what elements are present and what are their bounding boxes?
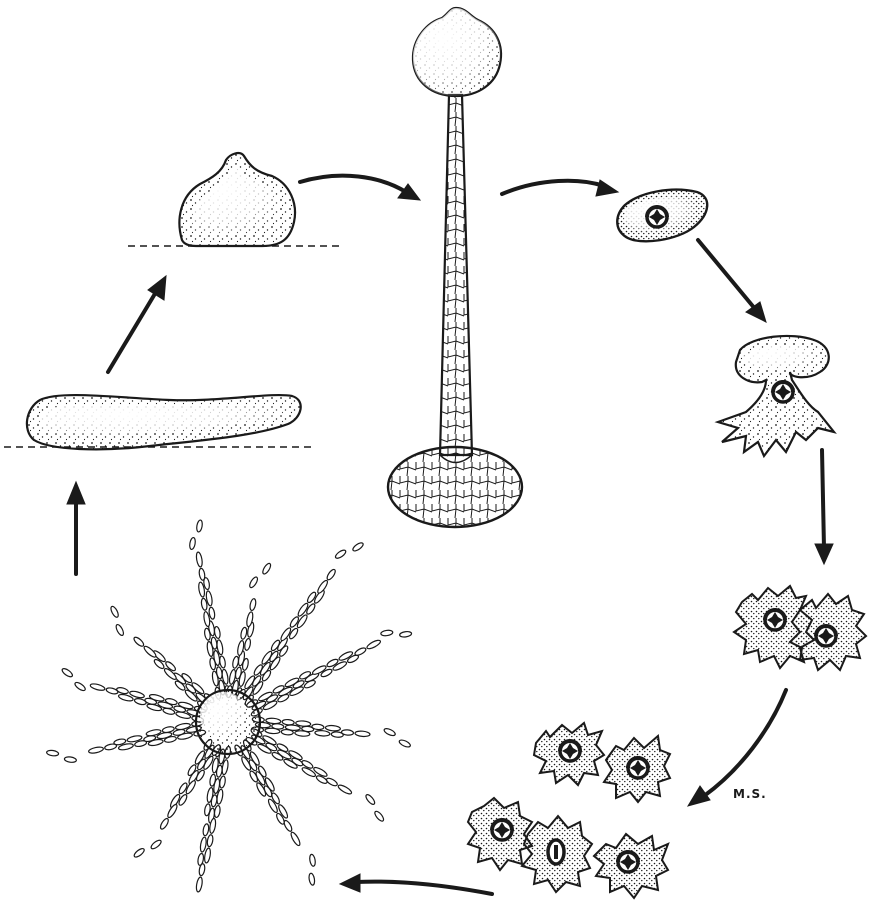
aggregating-cell: [133, 636, 145, 648]
loose-amoeba: [189, 537, 196, 550]
migrating-slug: [4, 395, 312, 449]
loose-amoeba: [74, 681, 87, 692]
spore: [617, 190, 707, 242]
aggregating-cell: [90, 683, 106, 692]
loose-amoeba: [399, 631, 412, 638]
arrow-sorocarp-to-spore: [502, 180, 618, 196]
amoeba: [594, 834, 668, 898]
aggregating-cell: [244, 638, 252, 651]
aggregating-cell: [354, 646, 367, 656]
loose-amoeba: [46, 750, 59, 757]
aggregating-cell: [249, 598, 257, 611]
aggregating-cell: [104, 743, 117, 751]
loose-amoeba: [364, 793, 376, 806]
sorocarp-basal-disc: [388, 447, 522, 527]
aggregating-cell: [325, 777, 338, 788]
aggregating-cell: [366, 639, 382, 651]
loose-amoeba: [196, 520, 203, 533]
loose-amoeba: [61, 667, 74, 678]
germinating-amoeba: [718, 336, 834, 456]
aggregating-cell: [315, 730, 330, 736]
amoeba-population: [468, 723, 670, 898]
aggregating-cell: [325, 725, 340, 731]
loose-amoeba: [334, 549, 347, 560]
arrow-slug-to-mound: [108, 276, 166, 372]
aggregating-cell: [88, 746, 104, 754]
aggregating-cell: [214, 626, 221, 639]
sorocarp-stalk: [440, 95, 472, 455]
arrow-population-to-aggregation: [340, 874, 492, 894]
arrow-spore-to-germination: [698, 240, 766, 322]
aggregating-cell: [195, 552, 203, 568]
loose-amoeba: [352, 541, 365, 552]
artist-signature: M.S.: [733, 787, 767, 801]
amoeba: [522, 816, 592, 892]
loose-amoeba: [133, 847, 146, 858]
loose-amoeba: [398, 739, 411, 749]
loose-amoeba: [308, 873, 315, 886]
aggregating-cell: [283, 819, 294, 832]
two-amoebae: [734, 586, 866, 670]
aggregating-cell: [240, 627, 248, 640]
arrow-aggregation-to-slug: [67, 482, 85, 574]
loose-amoeba: [309, 854, 316, 867]
aggregating-cell: [198, 568, 205, 581]
loose-amoeba: [115, 623, 125, 636]
aggregating-cell: [341, 729, 353, 735]
culmination-mound: [128, 153, 342, 246]
arrow-germination-to-division: [815, 450, 833, 564]
aggregating-cell: [281, 729, 293, 735]
aggregation-center: [196, 690, 260, 754]
aggregating-cell: [159, 817, 170, 830]
loose-amoeba: [248, 576, 259, 589]
aggregating-cell: [312, 724, 324, 730]
aggregating-cell: [206, 834, 213, 847]
amoeba: [534, 723, 604, 785]
aggregating-cell: [289, 831, 301, 847]
loose-amoeba: [373, 810, 385, 823]
loose-amoeba: [64, 756, 77, 763]
loose-amoeba: [380, 630, 393, 637]
loose-amoeba: [383, 727, 396, 737]
loose-amoeba: [261, 562, 272, 575]
aggregating-cell: [219, 656, 226, 669]
aggregating-cell: [282, 719, 294, 725]
aggregating-cell: [326, 568, 337, 581]
loose-amoeba: [150, 839, 163, 850]
sorocarp: [388, 8, 522, 527]
amoeba: [604, 736, 670, 802]
aggregating-cell: [355, 731, 370, 737]
aggregating-cell: [202, 823, 209, 836]
arrow-mound-to-sorocarp: [300, 176, 420, 200]
loose-amoeba: [109, 605, 119, 618]
aggregating-cell: [337, 783, 353, 795]
amoeba: [468, 798, 532, 870]
aggregating-cell: [195, 877, 203, 893]
